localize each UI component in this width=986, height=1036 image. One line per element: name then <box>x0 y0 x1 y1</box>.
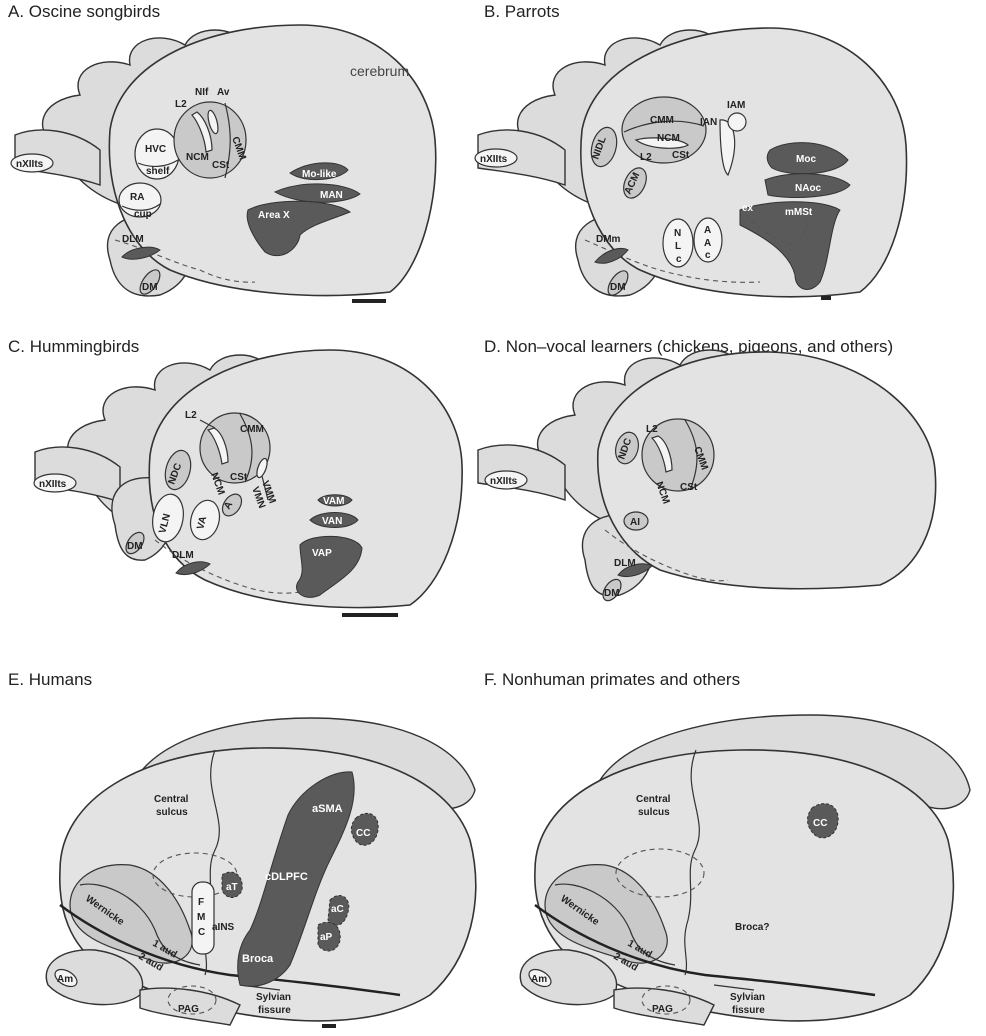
panel-f-sulcus-label: sulcus <box>638 807 670 818</box>
panel-b-l2-label: L2 <box>640 152 652 163</box>
panel-b-aac-a2-label: A <box>704 238 711 249</box>
panel-c-cmm-label: CMM <box>240 424 264 435</box>
panel-b-iam-label: IAM <box>727 100 745 111</box>
panel-e-pag-label: PAG <box>178 1004 199 1015</box>
panel-e-ap-label: aP <box>320 932 333 943</box>
panel-a-l2-label: L2 <box>175 99 187 110</box>
panel-b-naoc-label: NAoc <box>795 183 822 194</box>
panel-b-cmm-label: CMM <box>650 115 674 126</box>
panel-b-nlc-n-label: N <box>674 228 681 239</box>
panel-c-dm-label: DM <box>127 541 143 552</box>
panel-c-van-label: VAN <box>322 516 342 527</box>
panel-a-area-x-label: Area X <box>258 210 290 221</box>
panel-c-vam-label: VAM <box>323 496 344 507</box>
panel-c-nxiits-label: nXIIts <box>39 479 67 490</box>
panel-b-dm-label: DM <box>610 282 626 293</box>
panel-b-auditory-region <box>622 97 706 163</box>
panel-f-sylvian-label: Sylvian <box>730 992 765 1003</box>
panel-a-nif-label: NIf <box>195 87 209 98</box>
panel-f-central-label: Central <box>636 794 671 805</box>
panel-a-dm-label: DM <box>142 282 158 293</box>
panel-a-cup-label: cup <box>134 209 152 220</box>
panel-a-av-label: Av <box>217 87 230 98</box>
panel-d-brain: nXIIts DM NDC L2 CMM NCM CSt AI DLM <box>478 350 936 604</box>
panel-f-brain: Am PAG Wernicke 1 aud 2 aud Sylvian fiss… <box>520 715 970 1025</box>
panel-a-mo-like-label: Mo-like <box>302 169 337 180</box>
panel-e-asma-label: aSMA <box>312 803 343 815</box>
panel-f-fissure-label: fissure <box>732 1005 765 1016</box>
panel-e-brain: Am PAG Wernicke 1 aud 2 aud Sylvian fiss… <box>46 718 475 1028</box>
panel-a-cerebrum-label: cerebrum <box>350 63 409 79</box>
panel-e-cdlpfc-label: cDLPFC <box>265 871 308 883</box>
panel-b-scale-bar <box>821 296 831 300</box>
panel-b-dmm-label: DMm <box>596 234 621 245</box>
panel-e-cc-label: CC <box>356 828 370 839</box>
panel-b-nxiits-label: nXIIts <box>480 154 508 165</box>
panel-f-cc-label: CC <box>813 818 827 829</box>
panel-c-vap-label: VAP <box>312 548 332 559</box>
panel-a-ra-label: RA <box>130 192 144 203</box>
panel-e-fmc-m-label: M <box>197 912 205 923</box>
panel-c-scale-bar <box>342 613 398 617</box>
panel-b-iam-nucleus <box>728 113 746 131</box>
panel-b-cst-label: CSt <box>672 150 690 161</box>
panel-a-ncm-label: NCM <box>186 152 209 163</box>
panel-e-sylvian-label: Sylvian <box>256 992 291 1003</box>
panel-d-dm-label: DM <box>604 588 620 599</box>
panel-e-ac-label: aC <box>331 904 344 915</box>
panel-b-aac-c-label: c <box>705 250 711 261</box>
panel-c-cst-label: CSt <box>230 472 248 483</box>
panel-b-aac-a1-label: A <box>704 225 711 236</box>
panel-a-man-label: MAN <box>320 190 343 201</box>
panel-e-fissure-label: fissure <box>258 1005 291 1016</box>
panel-d-ai-label: AI <box>630 517 640 528</box>
panel-b-mmst-label: mMSt <box>785 207 813 218</box>
panel-e-sulcus-label: sulcus <box>156 807 188 818</box>
panel-b-ncm-label: NCM <box>657 133 680 144</box>
panel-a-shelf-label: shelf <box>146 166 170 177</box>
panel-e-broca-label: Broca <box>242 953 274 965</box>
panel-d-l2-label: L2 <box>646 424 658 435</box>
panel-b-nlc-l-label: L <box>675 241 681 252</box>
panel-d-dlm-label: DLM <box>614 558 636 569</box>
panel-c-dlm-label: DLM <box>172 550 194 561</box>
panel-a-brain: nXIIts DM cerebrum HVC shelf L2 NIf Av N… <box>11 25 436 303</box>
panel-e-fmc-f-label: F <box>198 897 204 908</box>
panel-b-brain: nXIIts DM NIDL CMM NCM L2 CSt ACM IAN IA… <box>475 28 907 300</box>
panel-a-scale-bar <box>352 299 386 303</box>
panel-d-nxiits-label: nXIIts <box>490 476 518 487</box>
panel-e-at-label: aT <box>226 882 238 893</box>
panel-a-hvc-label: HVC <box>145 144 166 155</box>
panel-b-nlc-c-label: c <box>676 254 682 265</box>
panel-f-am-label: Am <box>531 974 547 985</box>
panel-a-cst-label: CSt <box>212 160 230 171</box>
panel-c-l2-label: L2 <box>185 410 197 421</box>
panel-b-ian-label: IAN <box>700 117 717 128</box>
panel-b-moc-label: Moc <box>796 154 816 165</box>
panel-b-cerebrum <box>581 28 907 297</box>
panel-e-ains-label: aINS <box>212 922 235 933</box>
panel-f-pag-label: PAG <box>652 1004 673 1015</box>
panel-b-ex-label: ex <box>742 203 754 214</box>
panel-f-broca-label: Broca? <box>735 922 769 933</box>
panel-a-dlm-label: DLM <box>122 234 144 245</box>
panel-e-fmc-c-label: C <box>198 927 205 938</box>
panel-c-brain: nXIIts DM L2 CMM NCM CSt VMM VMN NDC VLN… <box>34 350 462 617</box>
panel-e-central-label: Central <box>154 794 189 805</box>
panel-d-cst-label: CSt <box>680 482 698 493</box>
panel-e-am-label: Am <box>57 974 73 985</box>
panel-a-nxiits-label: nXIIts <box>16 159 44 170</box>
panel-e-scale-bar <box>322 1024 336 1028</box>
